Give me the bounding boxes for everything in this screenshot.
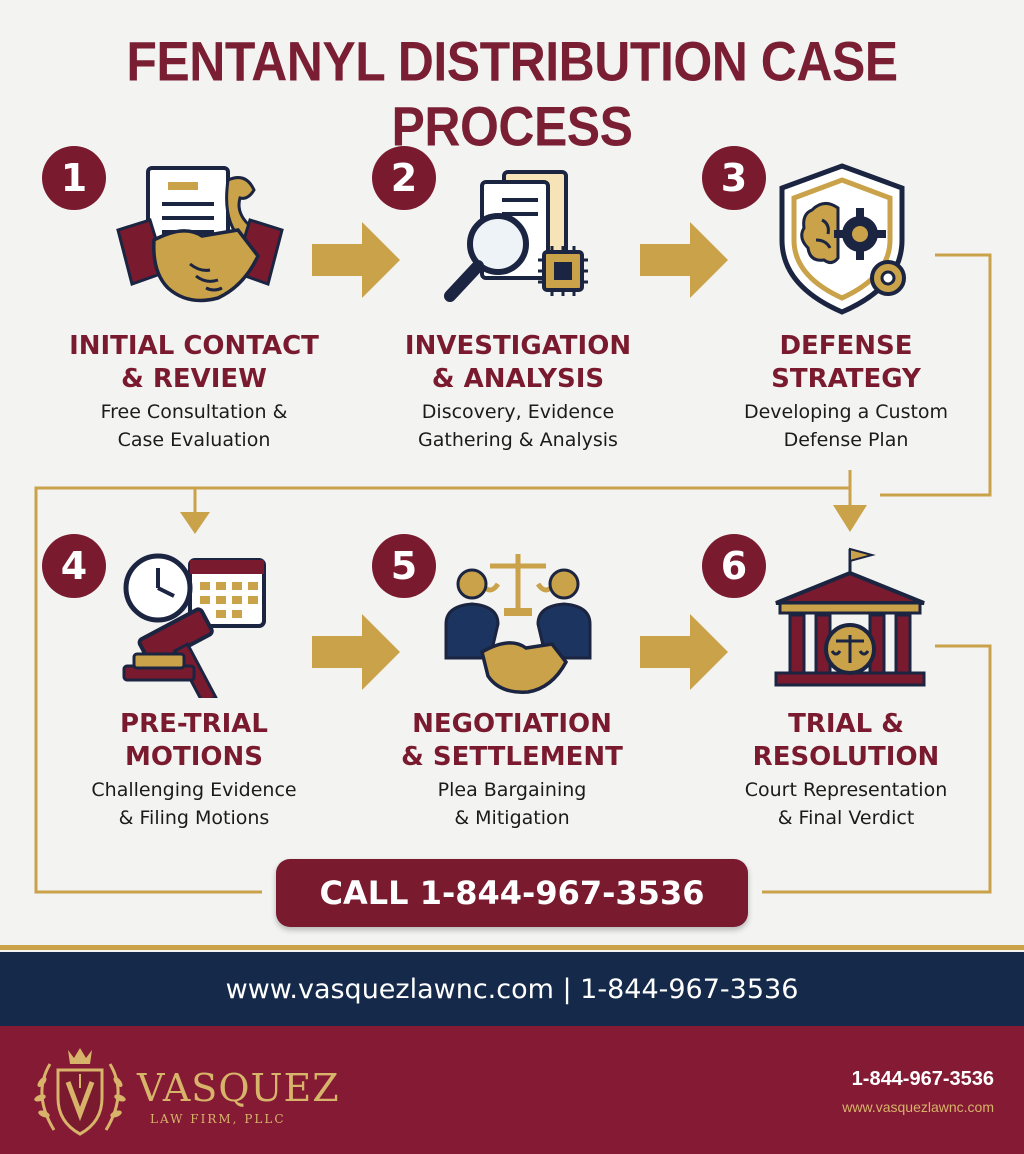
brand-subtitle: LAW FIRM, PLLC <box>150 1112 286 1126</box>
step-6-title: TRIAL &RESOLUTION <box>752 709 940 772</box>
brand-name: VASQUEZ <box>137 1066 340 1110</box>
divider-gold-line <box>0 945 1024 950</box>
step-4-subtitle: Challenging Evidence& Filing Motions <box>91 779 297 829</box>
step-3-number-badge: 3 <box>702 146 766 210</box>
arrow-step-1-to-2 <box>312 222 400 298</box>
step-6-number-badge: 6 <box>702 534 766 598</box>
step-1-title: INITIAL CONTACT& REVIEW <box>69 331 319 394</box>
page-title: FENTANYL DISTRIBUTION CASE PROCESS <box>126 30 898 158</box>
step-5-title: NEGOTIATION& SETTLEMENT <box>401 709 623 772</box>
arrow-step-5-to-6 <box>640 614 728 690</box>
scales-handshake-people-icon <box>444 554 592 694</box>
courthouse-scales-icon <box>774 547 926 687</box>
step-2-number-badge: 2 <box>372 146 436 210</box>
flow-connector-lines <box>34 253 992 894</box>
contact-bar-text[interactable]: www.vasquezlawnc.com | 1-844-967-3536 <box>225 973 799 1005</box>
arrow-step-4-to-5 <box>312 614 400 690</box>
footer-url[interactable]: www.vasquezlawnc.com <box>842 1099 994 1115</box>
call-button[interactable]: CALL 1-844-967-3536 <box>276 859 748 927</box>
step-6-subtitle: Court Representation& Final Verdict <box>744 779 948 829</box>
gavel-clock-calendar-icon <box>122 553 266 698</box>
arrow-step-2-to-3 <box>640 222 728 298</box>
step-1-number-badge: 1 <box>42 146 106 210</box>
footer <box>0 1026 1024 1154</box>
handshake-document-phone-icon <box>116 166 284 303</box>
shield-brain-gear-icon <box>779 163 906 315</box>
step-5-subtitle: Plea Bargaining& Mitigation <box>437 779 587 829</box>
laurel-crest-logo-icon <box>34 1048 126 1136</box>
step-1-subtitle: Free Consultation &Case Evaluation <box>100 401 288 451</box>
footer-phone[interactable]: 1-844-967-3536 <box>851 1068 994 1090</box>
contact-bar: www.vasquezlawnc.com | 1-844-967-3536 <box>0 952 1024 1026</box>
step-5-number-badge: 5 <box>372 534 436 598</box>
magnifier-documents-chip-icon <box>444 170 588 302</box>
step-4-number-badge: 4 <box>42 534 106 598</box>
step-2-title: INVESTIGATION& ANALYSIS <box>404 331 632 394</box>
